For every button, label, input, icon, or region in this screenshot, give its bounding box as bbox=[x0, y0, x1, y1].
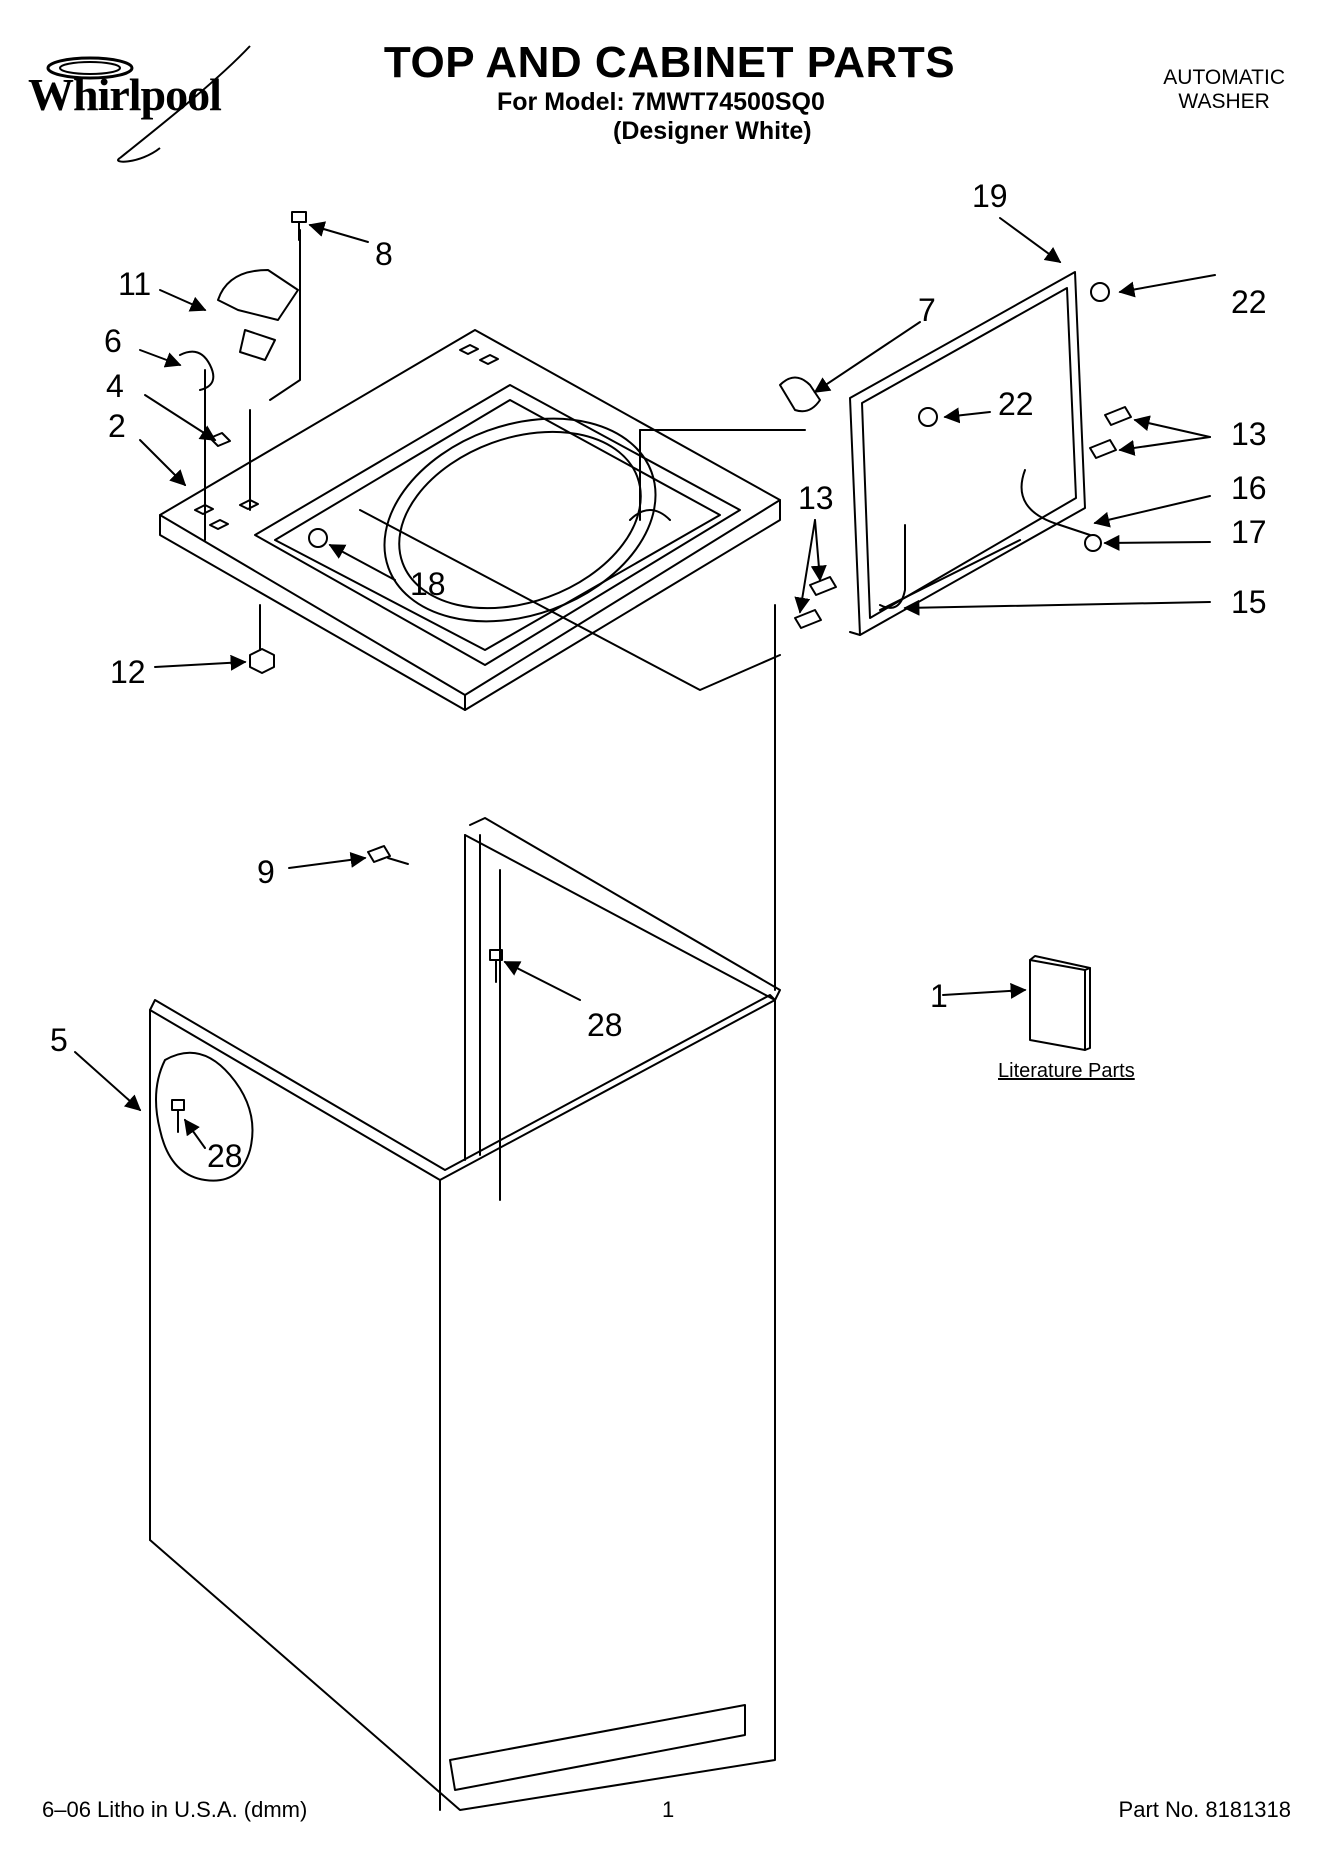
callout-22-lower: 22 bbox=[998, 386, 1034, 422]
appliance-type-line2: WASHER bbox=[1178, 90, 1270, 113]
appliance-type: AUTOMATIC WASHER bbox=[1163, 66, 1285, 114]
assembly-guide-lines bbox=[204, 229, 806, 1201]
page-title: TOP AND CABINET PARTS bbox=[383, 38, 956, 87]
washer-cabinet bbox=[149, 817, 781, 1811]
callout-7: 7 bbox=[918, 292, 936, 328]
callout-6: 6 bbox=[104, 323, 122, 359]
logo-swoosh-icon bbox=[46, 45, 251, 163]
callout-12: 12 bbox=[110, 654, 146, 690]
literature-booklet bbox=[1029, 955, 1091, 1051]
callout-1: 1 bbox=[930, 978, 948, 1014]
footer-part-number: Part No. 8181318 bbox=[1118, 1797, 1291, 1822]
callout-4: 4 bbox=[106, 368, 124, 404]
model-variant: (Designer White) bbox=[613, 117, 812, 145]
callout-19: 19 bbox=[972, 178, 1008, 214]
wire-harness bbox=[879, 469, 1091, 611]
callout-22-upper: 22 bbox=[1231, 284, 1267, 320]
callout-11: 11 bbox=[118, 266, 152, 302]
callout-13-left: 13 bbox=[798, 480, 834, 516]
callout-17: 17 bbox=[1231, 514, 1267, 550]
literature-parts-label: Literature Parts bbox=[998, 1060, 1135, 1082]
footer-page-number: 1 bbox=[662, 1797, 675, 1822]
brand-logo bbox=[20, 38, 260, 168]
callout-16: 16 bbox=[1231, 470, 1267, 506]
callout-9: 9 bbox=[257, 854, 275, 890]
callout-28-lower: 28 bbox=[207, 1138, 243, 1174]
callout-13-right: 13 bbox=[1231, 416, 1267, 452]
callout-leader-lines bbox=[74, 217, 1216, 1149]
callout-15: 15 bbox=[1231, 584, 1267, 620]
brand-wordmark: Whirlpool bbox=[28, 69, 222, 120]
callout-2: 2 bbox=[108, 408, 126, 444]
washer-top-panel bbox=[159, 329, 781, 711]
callout-8: 8 bbox=[375, 236, 393, 272]
callout-5: 5 bbox=[50, 1022, 68, 1058]
console-back-panel bbox=[849, 271, 1086, 636]
callout-28-upper: 28 bbox=[587, 1007, 623, 1043]
hardware-parts bbox=[171, 211, 1132, 1133]
callout-18: 18 bbox=[410, 566, 446, 602]
model-number: For Model: 7MWT74500SQ0 bbox=[497, 88, 825, 116]
appliance-type-line1: AUTOMATIC bbox=[1163, 66, 1285, 89]
footer-print-info: 6–06 Litho in U.S.A. (dmm) bbox=[42, 1797, 308, 1822]
